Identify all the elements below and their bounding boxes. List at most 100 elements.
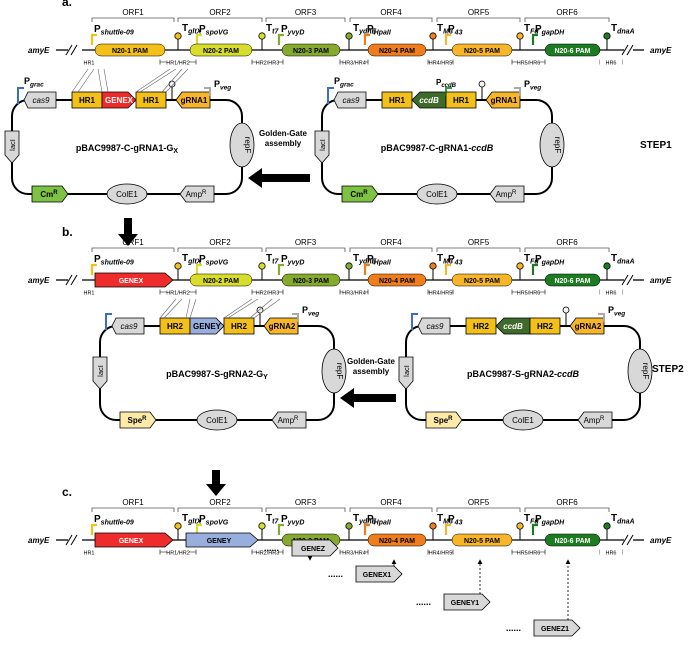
orf-bracket [349,17,433,22]
orf-label: ORF4 [380,8,402,17]
gene-arrow [185,532,259,548]
promoter-label: PgapDH [535,254,565,267]
resistance-marker [341,185,379,203]
grna-cassette [485,91,521,109]
label-main: Pshuttle-09 [94,254,134,267]
label-subscript: R [512,190,517,196]
terminator-label: TdnaA [611,23,635,36]
crossover-line [161,68,183,93]
label-subscript: R [202,190,207,196]
promoter-label: PHpaII [367,514,392,527]
grna-label: gRNA2 [575,322,602,331]
label-main: PccdB [436,78,457,89]
homology-label-bg [78,548,100,556]
homology-label-bg [256,288,279,296]
terminator-label: TFd [524,23,539,36]
crossover-line [185,298,191,319]
orf-label: ORF2 [209,498,231,507]
repf-origin [321,348,347,394]
step-label: STEP1 [640,140,672,151]
ellipsis: ...... [416,597,431,607]
n20-pam-site [367,533,427,547]
label-main-part: P [281,24,288,35]
homology-label-bg [78,58,100,66]
label-main: CmR [350,190,368,199]
orf-bracket [349,507,433,512]
label-subscript: R [53,190,58,196]
n20-pam-label: N20-4 PAM [379,538,415,545]
label-main: TM3 [437,253,453,266]
promoter-icon [195,263,202,275]
orf-bracket [177,17,263,22]
orf-label: ORF6 [556,498,578,507]
label-main-part: T [353,253,359,264]
label-subscript: veg [530,84,541,91]
promoter-label: Pshuttle-09 [94,514,134,527]
label-main: PspoVG [199,24,229,37]
grna-cassette [263,317,299,335]
step-label: STEP2 [652,364,684,375]
promoter-icon [531,263,538,275]
homology-label-bg [256,58,279,66]
orf-bracket [177,507,263,512]
promoter-veg-icon [598,313,605,322]
n20-pam-label: N20-1 PAM [112,48,148,55]
laci-label: lacI [318,139,327,151]
label-main-part: T [524,513,530,524]
label-main-part: P [448,514,455,525]
homology-label: HR1 [83,61,94,67]
promoter-label: PyvyD [281,24,304,37]
break-mark [621,44,629,56]
crossover-line [223,298,253,319]
label-main: Pveg [302,305,319,317]
promoter-label: P43 [448,24,463,37]
label-subscript: gapDH [541,260,566,267]
plasmid-name-suffix: Y [263,374,268,381]
plasmid-name-text: pBAC9987-S-gRNA2-ccdB [467,369,580,379]
homology-label-bg [78,288,100,296]
promoter-icon [90,33,97,45]
label-main-part: T [353,513,359,524]
plasmid-name-text: pBAC9987-C-gRNA1-ccdB [381,143,494,153]
ellipsis: ...... [506,623,521,633]
label-subscript: veg [614,310,625,317]
label-subscript: ydhE [358,519,376,526]
promoter-grac-label: Pgrac [334,76,354,88]
promoter-ccdb-label: PccdB [436,78,457,89]
label-subscript: 43 [454,520,463,527]
orf-label: ORF3 [295,238,317,247]
label-subscript: R [363,190,368,196]
ellipsis: ...... [328,569,343,579]
label-main-part: Cm [350,190,363,199]
label-subscript: R [142,416,147,422]
orf-label: ORF6 [556,238,578,247]
orf-label: ORF1 [122,8,144,17]
label-main: TgltX [182,23,203,36]
grna-label: gRNA2 [269,322,296,331]
future-gene [533,619,581,637]
terminator-icon [345,32,353,40]
label-main-part: P [199,254,206,265]
terminator-label: TgltX [182,513,203,526]
cole1-label: ColE1 [426,190,448,199]
grna-label: gRNA1 [491,96,518,105]
n20-pam-label: N20-3 PAM [293,48,329,55]
terminator-icon [174,522,182,530]
promoter-veg-label: Pveg [214,79,231,91]
label-subscript: shuttle-09 [101,260,134,267]
orf-bracket [524,17,610,22]
promoter-icon [363,33,370,45]
crossover-line [159,298,177,319]
orf-label: ORF1 [122,498,144,507]
homology-label: HR6 [605,61,616,67]
n20-pam-label: N20-4 PAM [379,48,415,55]
amp-marker [577,411,613,429]
terminator-icon [516,522,524,530]
plasmid-name-main: pBAC9987-S-gRNA2- [467,369,557,379]
homology-label-bg [167,58,189,66]
plasmid-name: pBAC9987-C-gRNA1-ccdB [381,143,494,153]
terminator-icon [429,522,437,530]
label-main: TdnaA [611,23,635,36]
cas9-label: cas9 [33,96,50,105]
